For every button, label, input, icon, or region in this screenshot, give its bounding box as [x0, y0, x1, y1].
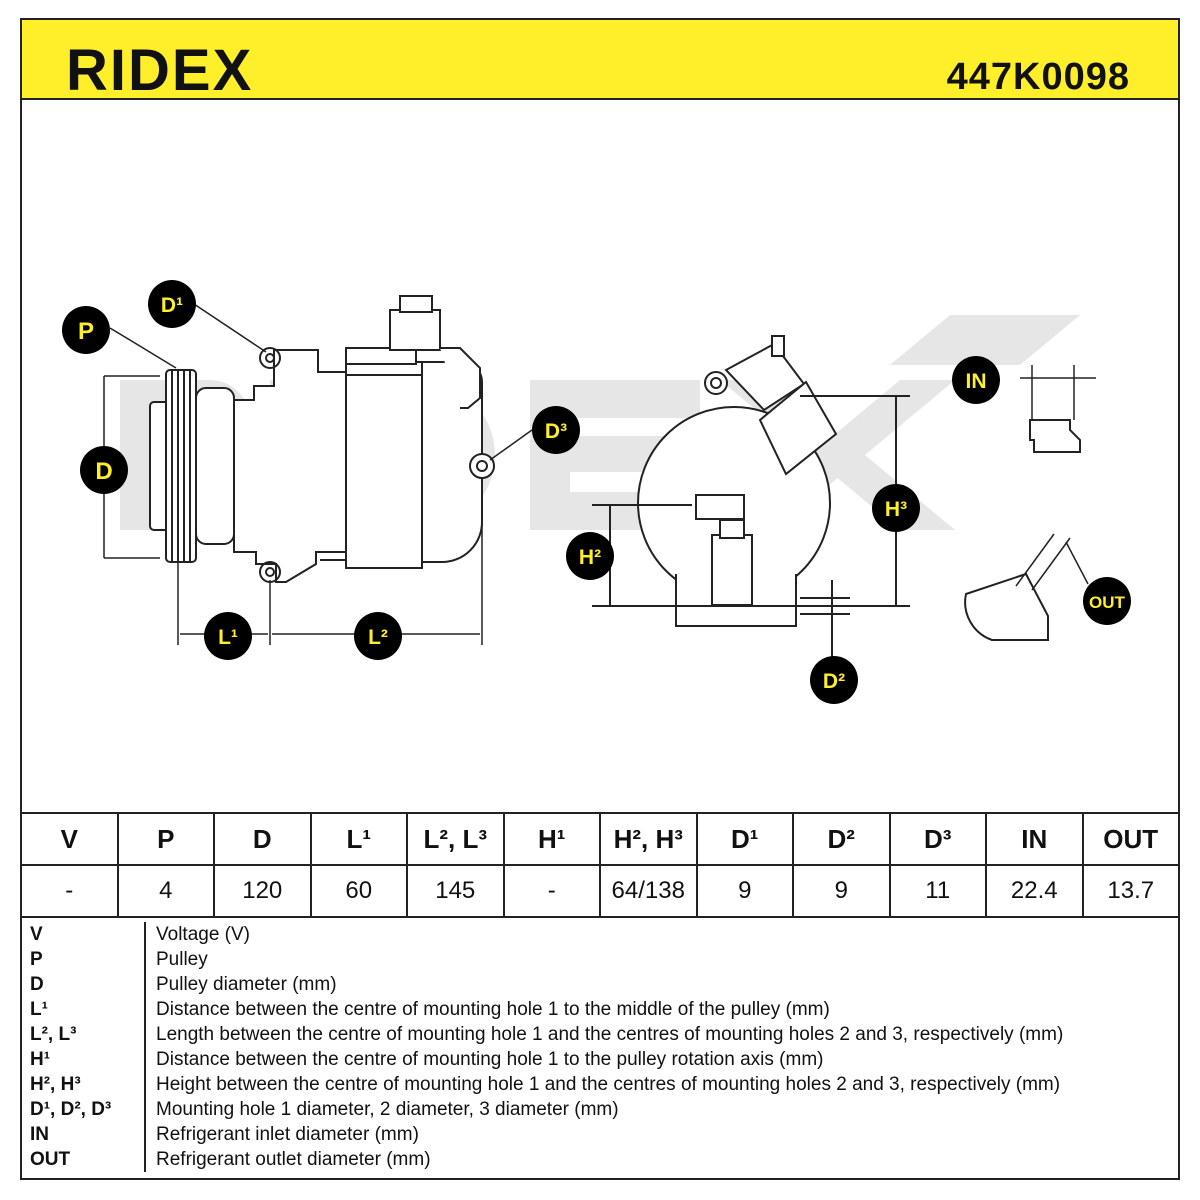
legend-row: IN Refrigerant inlet diameter (mm) — [20, 1122, 1180, 1147]
svg-text:L²: L² — [368, 626, 388, 649]
spec-value-cell: 4 — [116, 864, 215, 918]
port-details — [964, 365, 1096, 641]
callout-OUT: OUT — [1083, 577, 1131, 625]
legend-row: L¹ Distance between the centre of mounti… — [20, 997, 1180, 1022]
legend-key: H², H³ — [20, 1072, 146, 1097]
spec-header-cell: V — [20, 812, 119, 866]
callout-H2: H² — [566, 532, 614, 580]
legend-row: L², L³ Length between the centre of moun… — [20, 1022, 1180, 1047]
spec-value-cell: 11 — [888, 864, 987, 918]
spec-header-cell: L¹ — [309, 812, 408, 866]
spec-value-cell: - — [502, 864, 601, 918]
spec-value-cell: 9 — [695, 864, 794, 918]
legend-text: Refrigerant inlet diameter (mm) — [156, 1124, 419, 1145]
spec-value-cell: 64/138 — [599, 864, 698, 918]
svg-text:D²: D² — [823, 670, 845, 693]
legend-key: L¹ — [20, 997, 146, 1022]
brand-logo: RIDEX — [66, 38, 254, 103]
legend-text: Refrigerant outlet diameter (mm) — [156, 1149, 431, 1170]
legend-row: H², H³ Height between the centre of moun… — [20, 1072, 1180, 1097]
legend-text: Distance between the centre of mounting … — [156, 999, 830, 1020]
legend-text: Height between the centre of mounting ho… — [156, 1074, 1061, 1095]
legend-text: Length between the centre of mounting ho… — [156, 1024, 1064, 1045]
legend-key: IN — [20, 1122, 146, 1147]
svg-text:D¹: D¹ — [161, 294, 183, 317]
legend-key: D¹, D², D³ — [20, 1097, 146, 1122]
spec-value-row: - 4 120 60 145 - 64/138 9 9 11 22.4 13.7 — [20, 864, 1180, 918]
spec-value-cell: 120 — [213, 864, 312, 918]
svg-text:D: D — [95, 458, 112, 485]
spec-header-cell: H², H³ — [599, 812, 698, 866]
spec-value-cell: 9 — [792, 864, 891, 918]
callout-D1: D¹ — [148, 280, 196, 328]
part-number: 447K0098 — [946, 56, 1130, 98]
svg-text:H³: H³ — [885, 498, 907, 521]
legend-table: V Voltage (V) P Pulley D Pulley diameter… — [20, 922, 1180, 1172]
spec-header-cell: L², L³ — [406, 812, 505, 866]
spec-header-cell: IN — [985, 812, 1084, 866]
svg-text:OUT: OUT — [1089, 593, 1126, 612]
spec-value-cell: 13.7 — [1081, 864, 1180, 918]
callout-D2: D² — [810, 656, 858, 704]
spec-header-cell: OUT — [1081, 812, 1180, 866]
legend-text: Pulley diameter (mm) — [156, 974, 337, 995]
legend-key: V — [20, 922, 146, 947]
legend-key: H¹ — [20, 1047, 146, 1072]
spec-value-cell: 22.4 — [985, 864, 1084, 918]
legend-row: OUT Refrigerant outlet diameter (mm) — [20, 1147, 1180, 1172]
legend-row: D Pulley diameter (mm) — [20, 972, 1180, 997]
spec-header-row: V P D L¹ L², L³ H¹ H², H³ D¹ D² D³ IN OU… — [20, 812, 1180, 866]
legend-text: Mounting hole 1 diameter, 2 diameter, 3 … — [156, 1099, 619, 1120]
legend-row: V Voltage (V) — [20, 922, 1180, 947]
spec-header-cell: D³ — [888, 812, 987, 866]
callout-P: P — [62, 306, 110, 354]
spec-header-cell: D² — [792, 812, 891, 866]
spec-value-cell: 60 — [309, 864, 408, 918]
compressor-diagram: P D¹ D D³ L¹ L² H² H³ D² IN OUT — [62, 280, 1131, 704]
legend-key: OUT — [20, 1147, 146, 1172]
spec-header-cell: D¹ — [695, 812, 794, 866]
end-view — [592, 335, 910, 660]
header-bar: RIDEX 447K0098 — [20, 18, 1180, 100]
svg-text:IN: IN — [966, 370, 987, 393]
spec-header-cell: H¹ — [502, 812, 601, 866]
svg-text:P: P — [78, 318, 94, 345]
legend-text: Distance between the centre of mounting … — [156, 1049, 824, 1070]
legend-key: D — [20, 972, 146, 997]
callout-D: D — [80, 446, 128, 494]
spec-table: V P D L¹ L², L³ H¹ H², H³ D¹ D² D³ IN OU… — [20, 812, 1180, 918]
svg-text:D³: D³ — [545, 420, 567, 443]
callout-L1: L¹ — [204, 612, 252, 660]
spec-header-cell: D — [213, 812, 312, 866]
legend-row: P Pulley — [20, 947, 1180, 972]
svg-text:L¹: L¹ — [218, 626, 238, 649]
legend-text: Voltage (V) — [156, 924, 250, 945]
callout-L2: L² — [354, 612, 402, 660]
side-view — [149, 295, 495, 583]
callout-H3: H³ — [872, 484, 920, 532]
legend-key: P — [20, 947, 146, 972]
spec-value-cell: - — [20, 864, 119, 918]
svg-text:H²: H² — [579, 546, 601, 569]
spec-header-cell: P — [116, 812, 215, 866]
callout-IN: IN — [952, 356, 1000, 404]
legend-key: L², L³ — [20, 1022, 146, 1047]
callout-D3: D³ — [532, 406, 580, 454]
spec-value-cell: 145 — [406, 864, 505, 918]
legend-row: H¹ Distance between the centre of mounti… — [20, 1047, 1180, 1072]
legend-text: Pulley — [156, 949, 208, 970]
legend-row: D¹, D², D³ Mounting hole 1 diameter, 2 d… — [20, 1097, 1180, 1122]
